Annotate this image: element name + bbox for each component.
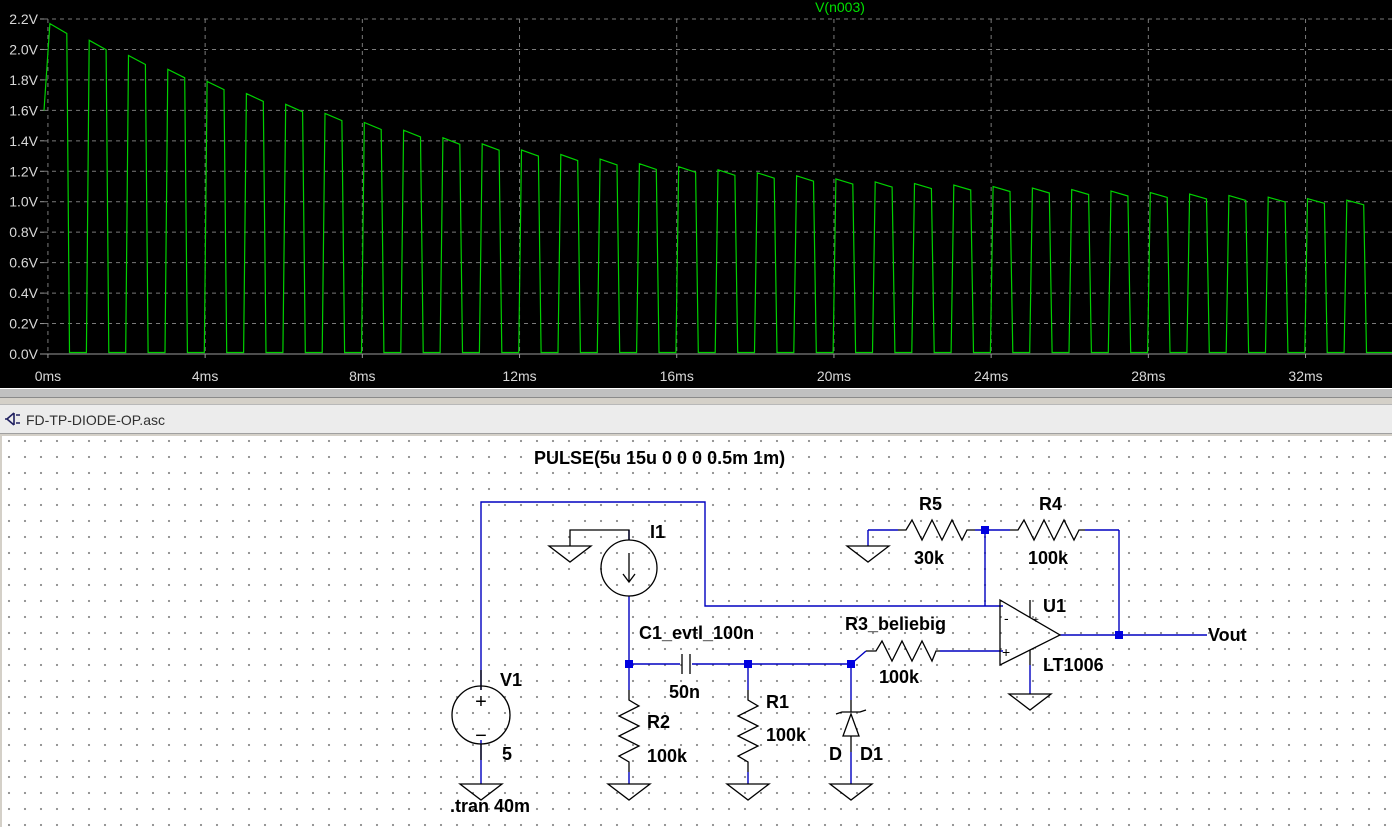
vout-net-label[interactable]: Vout [1208,625,1247,645]
capacitor-c1[interactable] [681,654,691,674]
junctions [625,526,1123,668]
y-tick-label: 1.4V [9,133,38,149]
opamp-minus-pin: - [1004,610,1009,626]
waveform-plot[interactable]: 0.0V 0.2V 0.4V 0.6V 0.8V 1.0V 1.2V 1.4V 1.6V 1.8V… [0,0,1392,388]
resistor-r2[interactable] [617,690,641,772]
i1-name[interactable]: I1 [650,522,665,542]
opamp-plus-pin: + [1002,644,1010,660]
v1-plus-sign: + [475,691,487,713]
resistor-r4[interactable] [1010,518,1085,542]
y-tick-label: 2.2V [9,11,38,27]
wires [480,501,1207,784]
x-tick-label: 0ms [35,368,61,384]
y-tick-label: 1.0V [9,194,38,210]
c1-value[interactable]: 50n [669,682,700,702]
x-tick-label: 12ms [502,368,536,384]
y-tick-label: 1.6V [9,102,38,118]
v1-minus-sign: − [475,725,487,747]
trace-vn003 [43,22,1392,354]
u1-name[interactable]: U1 [1043,596,1066,616]
r4-name[interactable]: R4 [1039,494,1062,514]
schematic-title-bar: FD-TP-DIODE-OP.asc [0,404,1392,434]
y-tick-label: 0.8V [9,224,38,240]
tran-directive[interactable]: .tran 40m [450,796,530,816]
r1-value[interactable]: 100k [766,725,807,745]
x-tick-label: 4ms [192,368,218,384]
trace-name-label[interactable]: V(n003) [815,0,865,15]
x-tick-label: 32ms [1288,368,1322,384]
v1-value[interactable]: 5 [502,744,512,764]
schematic-editor[interactable]: + − - + + - [2,436,1392,827]
opamp-vminus-pin: - [1033,643,1036,654]
c1-name[interactable]: C1_evtl_100n [639,623,754,643]
schematic-canvas[interactable]: + − - + + - [2,436,1392,827]
v1-name[interactable]: V1 [500,670,522,690]
schematic-file-name: FD-TP-DIODE-OP.asc [26,412,165,428]
r5-value[interactable]: 30k [914,548,945,568]
pane-splitter[interactable] [0,388,1392,398]
y-tick-label: 1.8V [9,72,38,88]
x-tick-label: 24ms [974,368,1008,384]
x-tick-label: 28ms [1131,368,1165,384]
opamp-vplus-pin: + [1033,615,1039,626]
r5-name[interactable]: R5 [919,494,942,514]
x-tick-label: 8ms [349,368,375,384]
u1-value[interactable]: LT1006 [1043,655,1104,675]
x-tick-label: 20ms [817,368,851,384]
d1-name[interactable]: D1 [860,744,883,764]
y-tick-label: 0.4V [9,285,38,301]
resistor-r1[interactable] [736,690,760,772]
x-tick-label: 16ms [660,368,694,384]
voltage-source-v1[interactable]: + − [451,670,511,760]
r3-value[interactable]: 100k [879,667,920,687]
d1-value[interactable]: D [829,744,842,764]
waveform-viewer[interactable]: 0.0V 0.2V 0.4V 0.6V 0.8V 1.0V 1.2V 1.4V 1.6V 1.8V… [0,0,1392,388]
opamp-u1[interactable]: - + + - [999,598,1062,667]
ground-symbols [458,545,1053,801]
r3-name[interactable]: R3_beliebig [845,614,946,634]
y-tick-label: 0.6V [9,255,38,271]
r1-name[interactable]: R1 [766,692,789,712]
r2-name[interactable]: R2 [647,712,670,732]
y-tick-label: 1.2V [9,163,38,179]
y-tick-label: 2.0V [9,41,38,57]
y-axis-ticks: 0.0V 0.2V 0.4V 0.6V 0.8V 1.0V 1.2V 1.4V 1.6V 1.8V… [9,11,44,362]
r2-value[interactable]: 100k [647,746,688,766]
resistor-r3[interactable] [866,639,940,663]
labels: PULSE(5u 15u 0 0 0 0.5m 1m) .tran 40m V1… [450,448,1247,816]
pulse-directive[interactable]: PULSE(5u 15u 0 0 0 0.5m 1m) [534,448,785,468]
diode-d1[interactable] [835,700,867,752]
r4-value[interactable]: 100k [1028,548,1069,568]
y-tick-label: 0.0V [9,346,38,362]
current-source-i1[interactable] [569,529,658,597]
x-axis-ticks: 0ms 4ms 8ms 12ms 16ms 20ms 24ms 28ms 32ms [35,354,1323,384]
resistor-r5[interactable] [898,518,975,542]
schematic-icon [4,410,22,433]
y-tick-label: 0.2V [9,316,38,332]
